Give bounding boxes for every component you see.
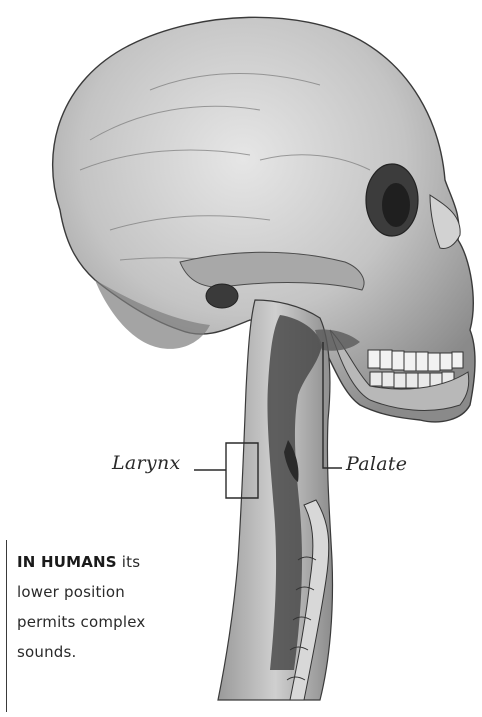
caption-lead: IN HUMANS: [17, 553, 117, 571]
caption-line-3: permits complex: [17, 614, 196, 630]
palate-label: Palate: [346, 453, 407, 475]
caption-line1-rest: its: [117, 553, 140, 571]
caption-line-4: sounds.: [17, 644, 196, 660]
caption-line-2: lower position: [17, 584, 196, 600]
caption-line-1: IN HUMANS its: [17, 554, 196, 570]
upper-teeth: [368, 350, 463, 371]
ear-opening: [206, 284, 238, 308]
figure-caption: IN HUMANS its lower position permits com…: [6, 540, 196, 712]
larynx-label: Larynx: [112, 452, 181, 474]
